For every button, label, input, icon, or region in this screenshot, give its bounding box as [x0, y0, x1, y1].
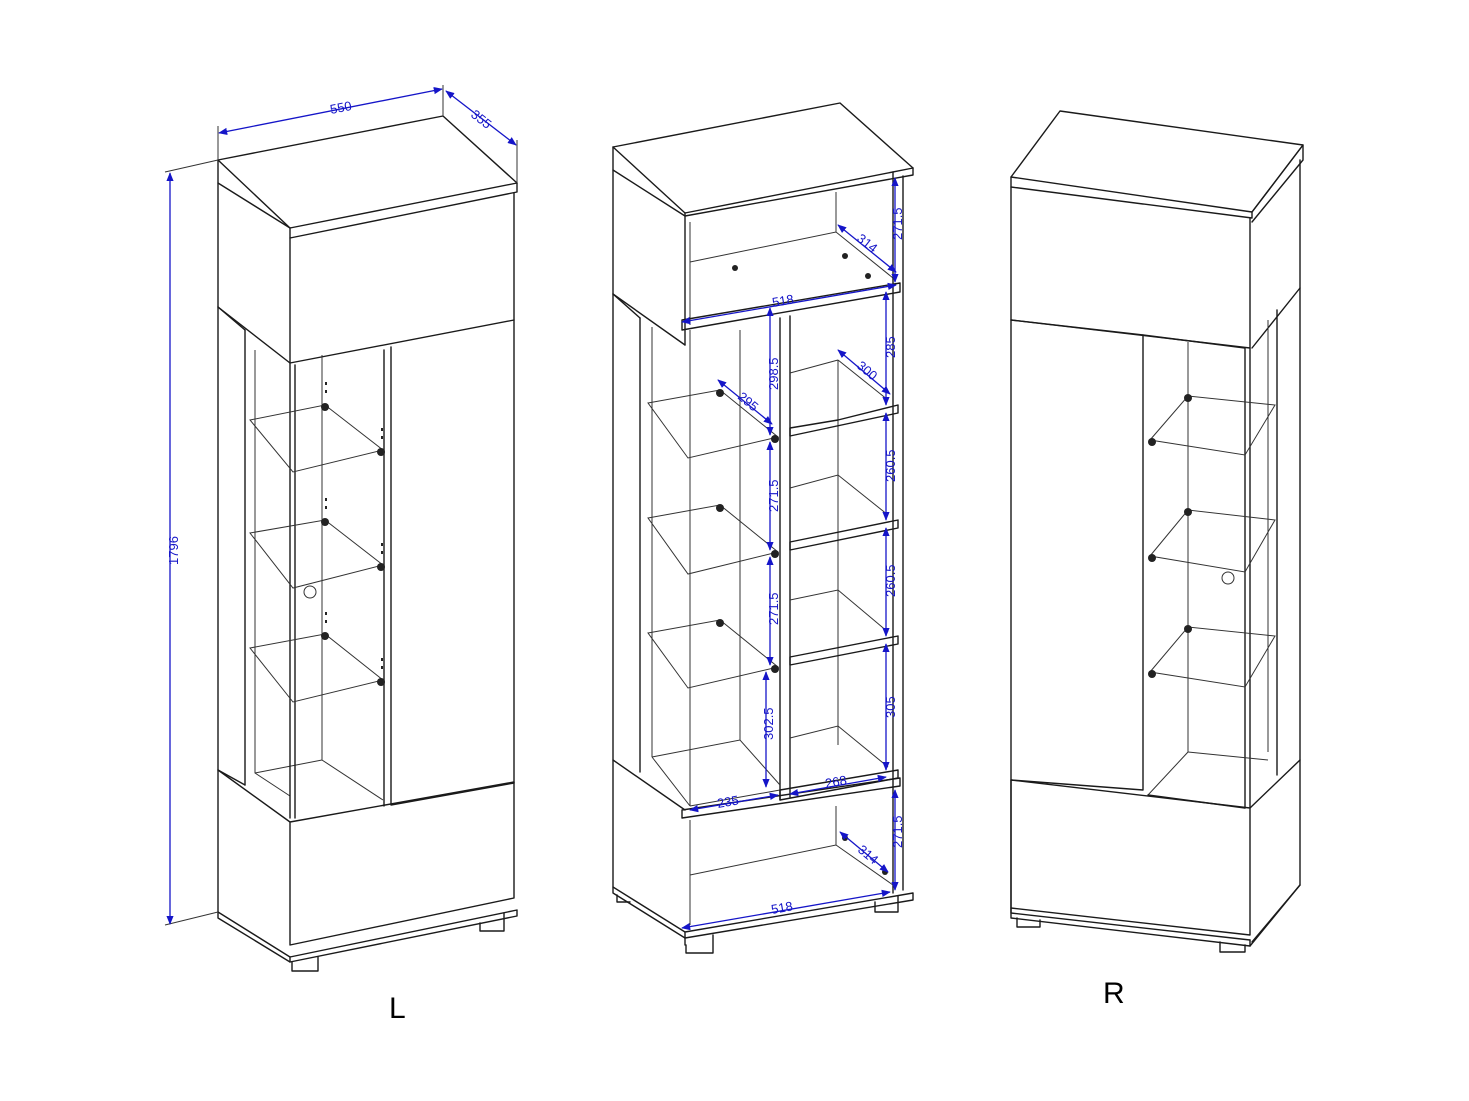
height-label: 1796 — [166, 536, 181, 565]
bottom-compartment-height-label: 271.5 — [890, 815, 905, 848]
cabinet-left-view — [217, 115, 518, 972]
cabinet-middle-open-view — [612, 102, 914, 954]
left-shelf-2-label: 271.5 — [766, 479, 781, 512]
width-label: 550 — [329, 98, 353, 117]
bottom-compartment-width-label: 518 — [770, 898, 794, 917]
right-shelf-depth-label: 300 — [854, 358, 880, 383]
left-dimensions: 550 355 1796 — [164, 85, 518, 926]
cabinet-right-view — [1010, 110, 1304, 953]
left-variant-label: L — [389, 992, 406, 1025]
glass-shelf-depth-label: 295 — [735, 389, 761, 414]
left-shelf-3-label: 271.5 — [766, 592, 781, 625]
right-shelf-4-label: 305 — [883, 696, 898, 718]
middle-dimensions: 271.5 314 518 285 300 260.5 260.5 305 29… — [681, 177, 905, 931]
top-compartment-width-label: 518 — [771, 291, 795, 310]
right-shelf-2-label: 260.5 — [883, 449, 898, 482]
right-shelf-3-label: 260.5 — [883, 564, 898, 597]
left-inner-width-label: 235 — [716, 792, 740, 811]
right-inner-width-label: 268 — [824, 772, 848, 791]
right-shelf-1-label: 285 — [883, 336, 898, 358]
left-shelf-4-label: 302.5 — [761, 707, 776, 740]
right-variant-label: R — [1103, 977, 1125, 1010]
top-compartment-depth-label: 314 — [854, 231, 880, 256]
left-shelf-1-label: 298.5 — [766, 357, 781, 390]
top-compartment-height-label: 271.5 — [890, 207, 905, 240]
